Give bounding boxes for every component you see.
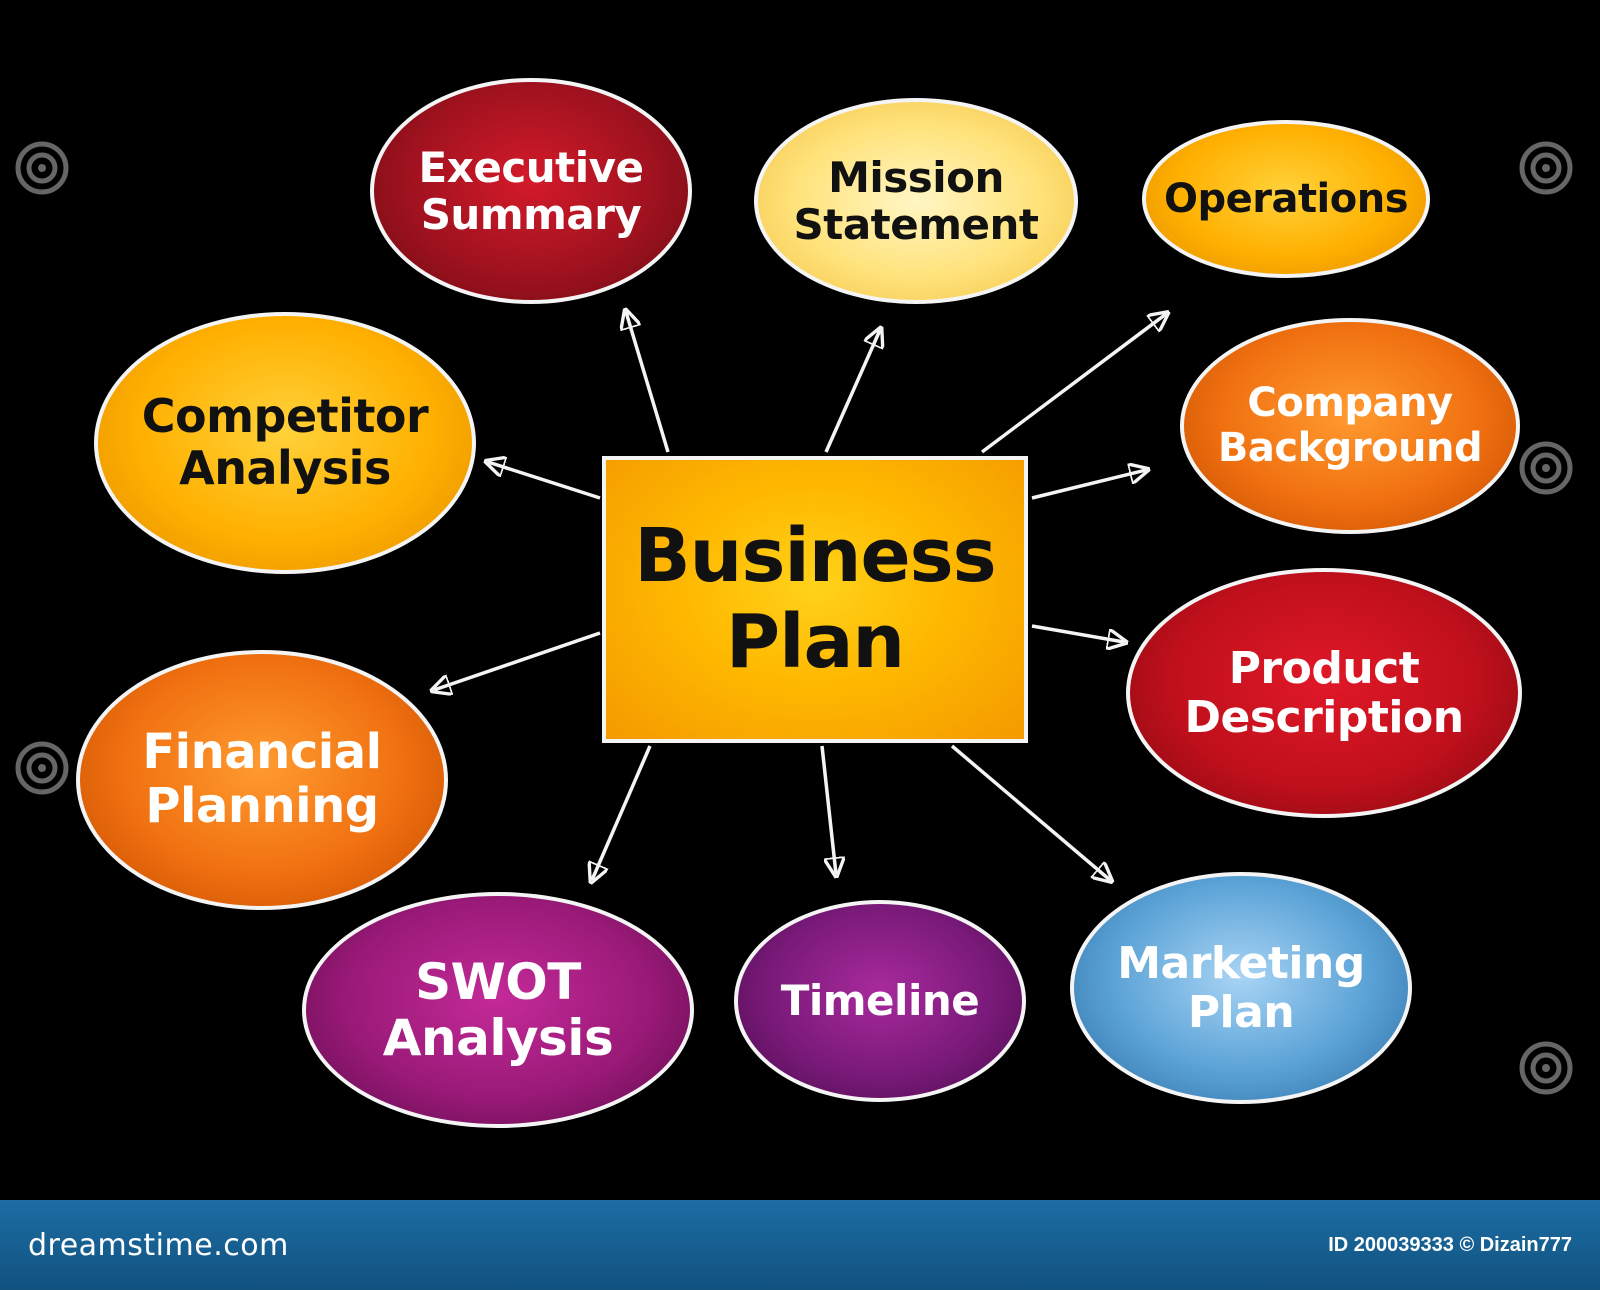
arrow-to-mission-statement	[824, 330, 880, 453]
node-label: Company Background	[1217, 380, 1483, 471]
node-label: Mission Statement	[793, 152, 1039, 249]
central-topic-label: Business Plan	[634, 513, 996, 685]
node-label: Financial Planning	[142, 724, 382, 834]
node-swot-analysis: SWOT Analysis	[302, 892, 694, 1128]
footer-brand-text: dreamstime.com	[28, 1227, 289, 1263]
node-label: Marketing Plan	[1117, 937, 1365, 1038]
arrow-to-competitor-analysis	[488, 462, 601, 500]
arrow-to-operations	[980, 314, 1166, 454]
footer-bar: dreamstime.com ID 200039333 © Dizain777	[0, 1200, 1600, 1290]
arrow-to-timeline	[820, 745, 836, 874]
node-mission-statement: Mission Statement	[754, 98, 1078, 304]
node-executive-summary: Executive Summary	[370, 78, 692, 304]
watermark-spiral-icon	[1519, 441, 1573, 495]
watermark-spiral-icon	[1519, 141, 1573, 195]
node-label: SWOT Analysis	[382, 953, 614, 1067]
arrow-to-company-background	[1031, 470, 1146, 500]
node-operations: Operations	[1142, 120, 1430, 278]
node-label: Executive Summary	[418, 142, 644, 239]
node-label: Product Description	[1184, 642, 1464, 743]
node-timeline: Timeline	[734, 900, 1026, 1102]
node-financial-planning: Financial Planning	[76, 650, 448, 910]
watermark-spiral-icon	[15, 741, 69, 795]
arrow-to-financial-planning	[434, 631, 601, 690]
node-marketing-plan: Marketing Plan	[1070, 872, 1412, 1104]
node-label: Operations	[1163, 175, 1409, 222]
node-competitor-analysis: Competitor Analysis	[94, 312, 476, 574]
arrow-to-marketing-plan	[950, 744, 1110, 880]
arrow-to-swot-analysis	[592, 745, 652, 880]
watermark-spiral-icon	[1519, 1041, 1573, 1095]
arrow-to-product-description	[1031, 624, 1124, 642]
node-product-description: Product Description	[1126, 568, 1522, 818]
arrow-to-executive-summary	[626, 312, 670, 453]
footer-image-id: ID 200039333 © Dizain777	[1328, 1233, 1572, 1256]
central-topic-box: Business Plan	[602, 456, 1028, 743]
node-company-background: Company Background	[1180, 318, 1520, 534]
watermark-spiral-icon	[15, 141, 69, 195]
node-label: Competitor Analysis	[141, 389, 429, 495]
node-label: Timeline	[780, 976, 980, 1026]
